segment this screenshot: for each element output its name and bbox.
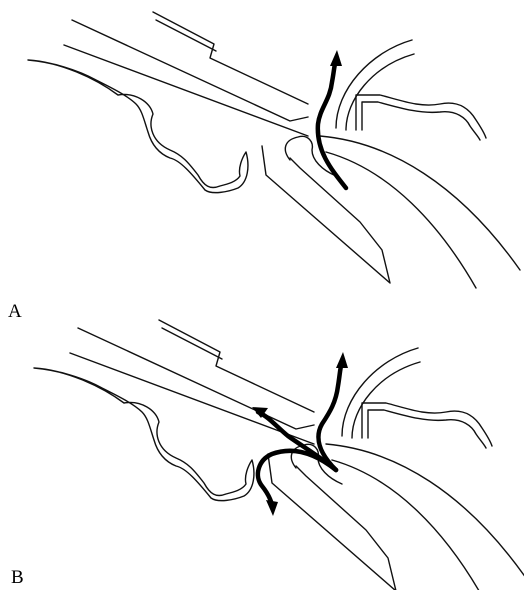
panel-a-arrowhead [330, 50, 342, 66]
panel-b-arrowhead-up [336, 352, 348, 368]
panel-a-diagram: A [8, 12, 520, 322]
panel-b-flow-arrow-up [318, 362, 342, 470]
panel-a-flow-arrow [318, 60, 346, 188]
panel-label-b: B [11, 567, 24, 588]
panel-b-arrowhead-down [266, 500, 278, 516]
panel-b-diagram: B [11, 320, 524, 590]
panel-b-anatomy-lines [34, 320, 524, 590]
panel-b-flow-arrow-down [258, 451, 336, 506]
panel-label-a: A [8, 301, 22, 322]
panel-a-anatomy-lines [28, 12, 520, 288]
